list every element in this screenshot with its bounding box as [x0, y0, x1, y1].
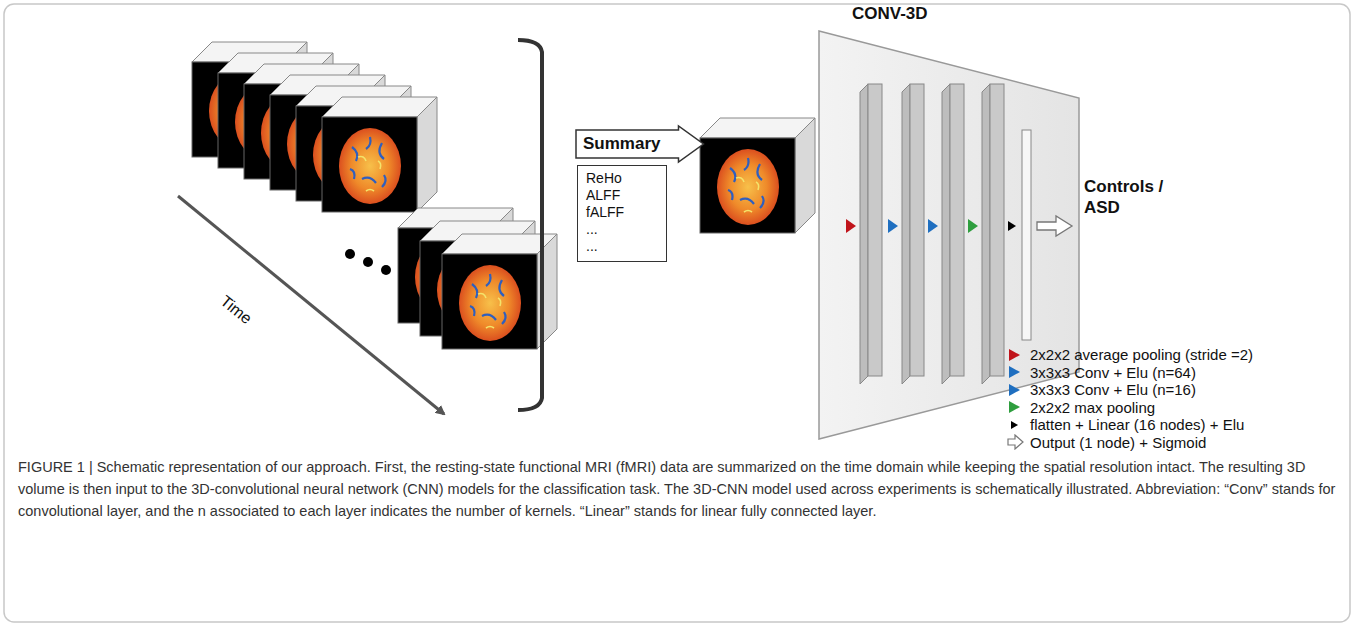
metric-item: fALFF: [586, 204, 658, 221]
legend-entry: 3x3x3 Conv + Elu (n=64): [1006, 364, 1196, 381]
layer-heading: CONV-3D: [852, 4, 928, 24]
summary-arrow: Summary: [575, 125, 704, 163]
legend-swatch: [1006, 382, 1024, 398]
metric-item: ...: [586, 238, 658, 255]
legend-swatch: [1006, 364, 1024, 380]
legend-swatch: [1006, 434, 1024, 450]
legend-entry: 3x3x3 Conv + Elu (n=16): [1006, 381, 1196, 398]
metric-list-box: ReHoALFFfALFF......: [577, 165, 667, 262]
legend-text: 2x2x2 max pooling: [1030, 399, 1155, 416]
legend-text: 2x2x2 average pooling (stride =2): [1030, 346, 1253, 363]
axis-label: Time: [217, 292, 256, 328]
legend-text: Output (1 node) + Sigmoid: [1030, 434, 1206, 451]
legend-text: flatten + Linear (16 nodes) + Elu: [1030, 416, 1244, 433]
legend-text: 3x3x3 Conv + Elu (n=16): [1030, 381, 1196, 398]
legend-swatch: [1006, 399, 1024, 415]
metric-item: ReHo: [586, 170, 658, 187]
legend-entry: 2x2x2 average pooling (stride =2): [1006, 346, 1253, 363]
legend-entry: Output (1 node) + Sigmoid: [1006, 434, 1206, 451]
metric-item: ALFF: [586, 187, 658, 204]
legend-entry: flatten + Linear (16 nodes) + Elu: [1006, 416, 1244, 433]
output-label: Controls / ASD: [1084, 176, 1164, 218]
arrow-label: Summary: [575, 125, 660, 154]
legend-swatch: [1006, 417, 1024, 433]
metric-item: ...: [586, 221, 658, 238]
legend-swatch: [1006, 347, 1024, 363]
figure-caption: FIGURE 1 | Schematic representation of o…: [18, 456, 1336, 522]
legend-entry: 2x2x2 max pooling: [1006, 399, 1155, 416]
legend-text: 3x3x3 Conv + Elu (n=64): [1030, 364, 1196, 381]
